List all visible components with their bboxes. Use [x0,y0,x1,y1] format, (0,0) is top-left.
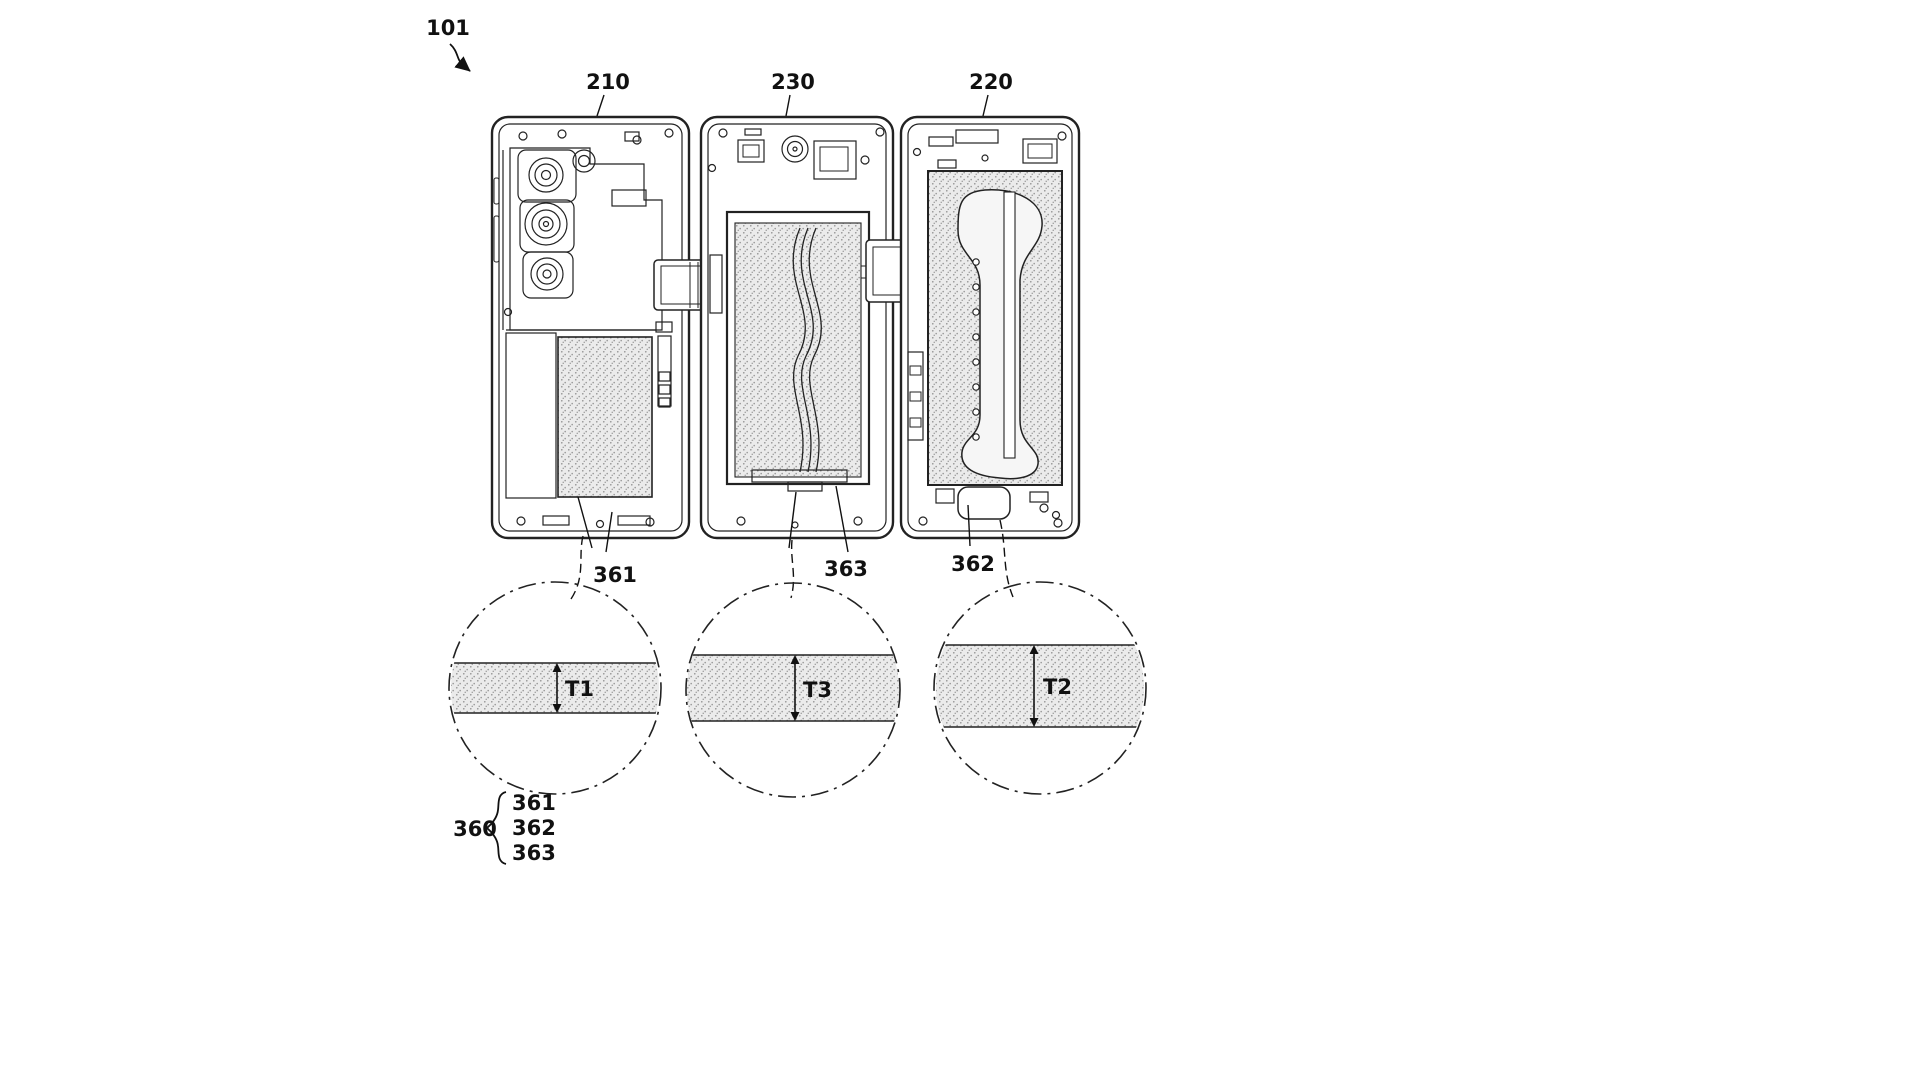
group-360: 360 361 362 363 [453,791,556,865]
label-group-363: 363 [512,841,556,865]
flex-cable [792,227,822,473]
camera-cluster [517,149,596,299]
figure-reference-101: 101 [426,16,471,72]
label-t2: T2 [1043,675,1072,699]
figure-reference-arrow [449,43,471,72]
label-210: 210 [586,70,630,94]
panel-labels: 210 230 220 [586,70,1013,117]
group-brace [485,791,507,865]
panel-220 [899,115,1081,540]
label-group-361: 361 [512,791,556,815]
label-101: 101 [426,16,470,40]
detail-circle-t1: T1 [448,581,662,795]
leader-lines [570,485,1014,600]
label-t3: T3 [803,678,832,702]
display-frame [725,210,871,486]
speaker [957,486,1011,520]
label-group-362: 362 [512,816,556,840]
label-t1: T1 [565,677,594,701]
label-363: 363 [824,557,868,581]
detail-circle-t2: T2 [933,581,1147,795]
flexible-member-363 [734,222,862,478]
label-361: 361 [593,563,637,587]
label-220: 220 [969,70,1013,94]
battery-361 [557,336,653,498]
panel-210 [490,115,691,540]
detail-circle-t3: T3 [685,582,901,798]
label-360: 360 [453,817,497,841]
label-230: 230 [771,70,815,94]
label-362: 362 [951,552,995,576]
vent-dots [972,258,980,441]
panel-230 [699,115,895,540]
